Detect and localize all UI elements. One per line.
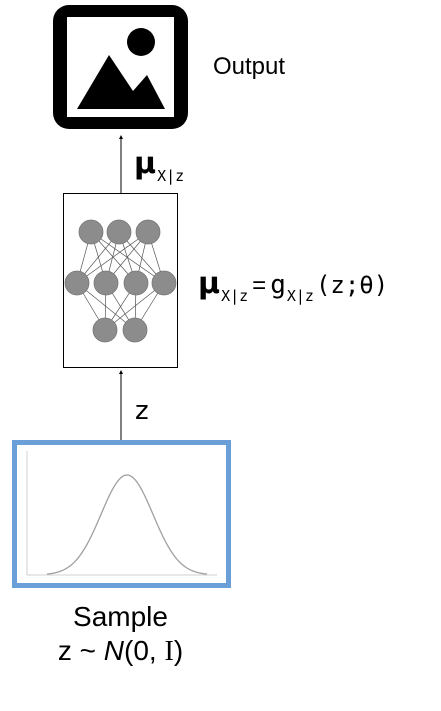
network-node [78, 219, 104, 245]
dist-args-close: ) [173, 635, 184, 666]
network-node [122, 317, 148, 343]
network-node [123, 270, 149, 296]
decoder-equation: μX|z=gX|z(z;θ) [198, 266, 388, 307]
sample-distribution: z ~ N(0, I) [0, 634, 241, 669]
equation-function: g [270, 270, 286, 300]
sample-label: Sample z ~ N(0, I) [0, 600, 241, 669]
sample-title: Sample [73, 601, 168, 632]
mu-symbol: μ [134, 146, 157, 181]
z-label: z [135, 396, 149, 426]
image-icon [53, 5, 188, 129]
network-node [106, 219, 132, 245]
equation-arguments: (z;θ) [315, 271, 389, 299]
dist-identity: I [164, 636, 174, 667]
network-graph [64, 219, 177, 343]
gaussian-curve [46, 474, 208, 575]
equation-function-subscript: X|z [286, 287, 314, 305]
equation-mu-subscript: X|z [221, 287, 249, 305]
dist-args-open: (0, [124, 635, 165, 666]
decoder-network [63, 193, 178, 368]
network-node [64, 270, 90, 296]
network-node [92, 317, 118, 343]
equation-equals: = [252, 272, 267, 299]
dist-prefix: z ~ [57, 635, 104, 666]
gaussian-curve-plot [26, 451, 217, 576]
mu-label: μX|z [134, 146, 184, 187]
equation-mu-symbol: μ [198, 266, 221, 301]
network-node [151, 270, 177, 296]
mu-subscript: X|z [157, 167, 185, 185]
dist-name: N [103, 635, 125, 666]
output-label: Output [213, 53, 286, 80]
network-node [93, 270, 119, 296]
sample-distribution-box [12, 440, 231, 588]
network-edges [76, 231, 165, 331]
network-node [135, 219, 161, 245]
